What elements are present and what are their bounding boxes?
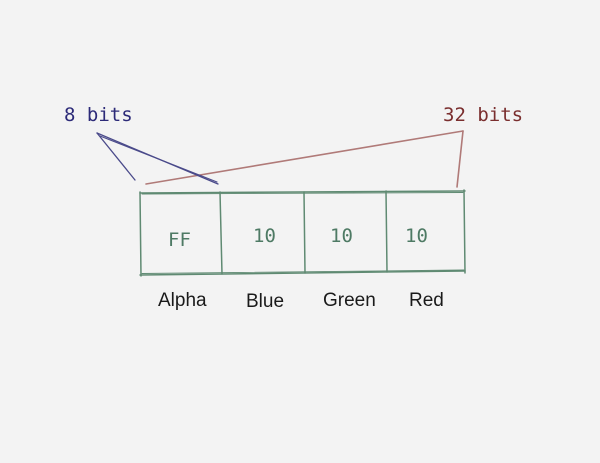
32-bits-line-right: [456, 130, 464, 188]
pixel-box-right-edge: [463, 189, 466, 274]
pixel-box-top-edge: [139, 190, 466, 194]
alpha-value: FF: [168, 229, 191, 251]
cell-divider-2: [303, 191, 306, 274]
blue-value: 10: [253, 225, 276, 247]
32-bits-bracket: [145, 130, 464, 188]
cell-divider-3: [385, 190, 388, 273]
32-bits-line-left: [145, 130, 464, 185]
8-bits-label: 8 bits: [64, 104, 133, 126]
32-bits-label: 32 bits: [443, 104, 523, 126]
8-bits-bracket: [96, 132, 219, 185]
pixel-box: [139, 189, 466, 277]
8-bits-line-left: [96, 132, 136, 181]
green-value: 10: [330, 225, 353, 247]
pixel-box-bottom-edge-sketch: [141, 269, 465, 274]
pixel-box-top-edge-sketch: [141, 192, 464, 195]
green-label: Green: [323, 290, 376, 311]
red-label: Red: [409, 290, 444, 311]
8-bits-line-right-b: [99, 135, 218, 183]
pixel-box-bottom-edge: [139, 270, 466, 276]
blue-label: Blue: [246, 291, 284, 312]
cell-divider-1: [219, 191, 223, 275]
red-value: 10: [405, 225, 428, 247]
alpha-label: Alpha: [158, 290, 207, 311]
pixel-box-left-edge: [139, 191, 142, 277]
